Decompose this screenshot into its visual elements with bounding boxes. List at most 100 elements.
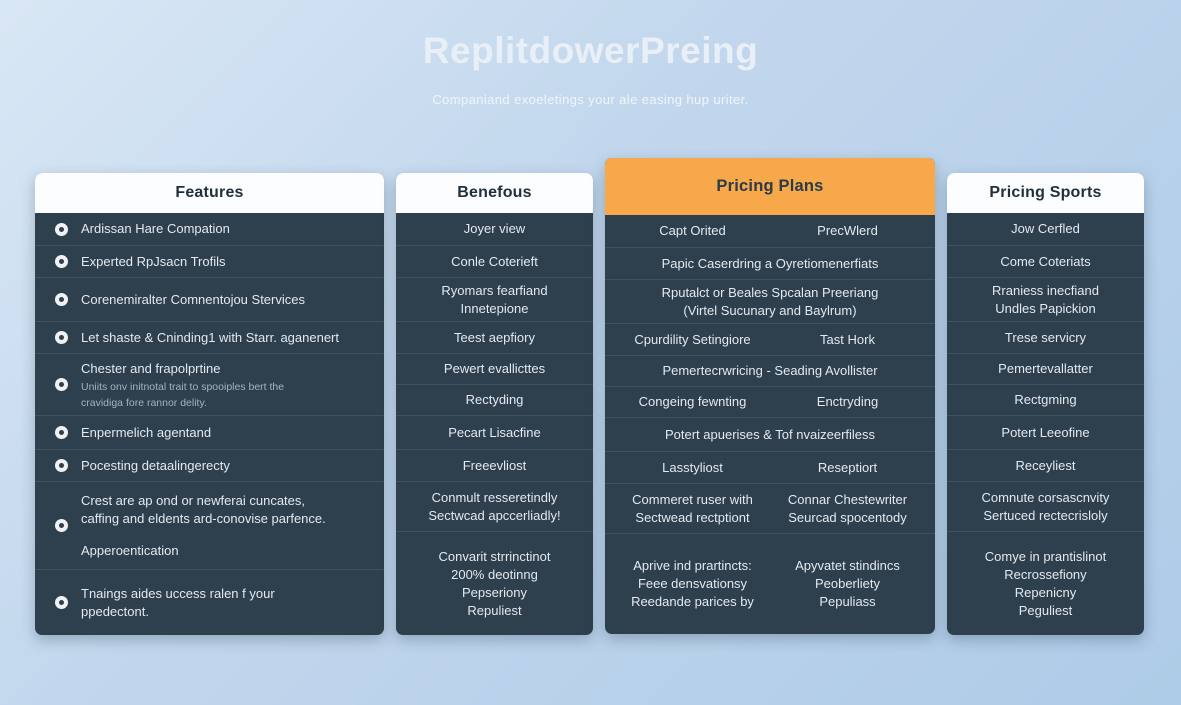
row-cell: Reseptiort bbox=[770, 459, 925, 477]
bullet-icon bbox=[55, 293, 68, 306]
row-line: Comnute corsascnvity bbox=[981, 489, 1110, 505]
row-text: Pocesting detaalingerecty bbox=[81, 457, 230, 475]
row-cell: Tast Hork bbox=[770, 331, 925, 349]
row-cell: Cpurdility Setingiore bbox=[615, 331, 770, 349]
table-row: Jow Cerfled bbox=[947, 213, 1144, 245]
row-cell: PrecWlerd bbox=[770, 222, 925, 240]
row-line: Pemertevallatter bbox=[998, 361, 1093, 376]
panel-header-pricing-sports[interactable]: Pricing Sports bbox=[947, 173, 1144, 213]
cell-text: Lasstyliost bbox=[662, 459, 723, 475]
row-line: Recrossefiony bbox=[1004, 566, 1087, 582]
cell-text: Peoberliety bbox=[814, 576, 881, 591]
cell-text: Cpurdility Setingiore bbox=[634, 331, 751, 347]
table-row: Crest are ap ond or newferai cuncates,ca… bbox=[35, 481, 384, 569]
row-line: Undles Papickion bbox=[995, 300, 1096, 316]
table-row: Rputalct or Beales Spcalan Preeriang (Vir… bbox=[605, 279, 935, 323]
row-line: Sertuced rectecrisloly bbox=[983, 507, 1108, 523]
row-text: Potert apuerises & Tof nvaizeerfiless bbox=[665, 426, 875, 444]
row-line: Ardissan Hare Compation bbox=[81, 221, 230, 236]
table-row: Freeevliost bbox=[396, 449, 593, 481]
row-text: Rputalct or Beales Spcalan Preeriang (Vir… bbox=[662, 284, 879, 320]
row-line: ppedectont. bbox=[81, 603, 149, 619]
table-row: Pecart Lisacfine bbox=[396, 415, 593, 449]
row-line: Rputalct or Beales Spcalan Preeriang bbox=[661, 284, 879, 300]
cell-text: Apyvatet stindincs bbox=[795, 558, 900, 573]
row-line: Tnaings aides uccess ralen f your bbox=[81, 585, 275, 601]
row-text: Let shaste & Cninding1 with Starr. agane… bbox=[81, 329, 339, 347]
table-row: Tnaings aides uccess ralen f your ppedect… bbox=[35, 569, 384, 635]
panel-header-label: Features bbox=[175, 184, 244, 201]
panel-header-benefous[interactable]: Benefous bbox=[396, 173, 593, 213]
table-row: Cpurdility Setingiore Tast Hork bbox=[605, 323, 935, 355]
row-line: Convarit strrinctinot bbox=[438, 548, 551, 564]
row-line: Pewert evallicttes bbox=[443, 361, 546, 376]
table-row: Potert apuerises & Tof nvaizeerfiless bbox=[605, 417, 935, 451]
table-row: Come Coteriats bbox=[947, 245, 1144, 277]
row-text: Freeevliost bbox=[463, 457, 527, 475]
row-line: Experted RpJsacn Trofils bbox=[81, 253, 226, 269]
row-line: Pocesting detaalingerecty bbox=[81, 457, 230, 473]
cell-text: Reseptiort bbox=[817, 459, 878, 475]
row-line: Corenemiralter Comnentojou Stervices bbox=[81, 291, 305, 307]
table-row: Pocesting detaalingerecty bbox=[35, 449, 384, 481]
row-line: Let shaste & Cninding1 with Starr. agane… bbox=[81, 329, 339, 345]
cell-text: Tast Hork bbox=[820, 331, 875, 347]
row-cell: Enctryding bbox=[770, 393, 925, 411]
row-line: (Virtel Sucunary and Baylrum) bbox=[683, 302, 857, 318]
row-text: Corenemiralter Comnentojou Stervices bbox=[81, 291, 305, 309]
panel-header-pricing-plans[interactable]: Pricing Plans bbox=[605, 158, 935, 215]
row-cell: Capt Orited bbox=[615, 222, 770, 240]
panel-header-label: Pricing Sports bbox=[989, 184, 1102, 201]
bullet-icon bbox=[55, 222, 68, 236]
bullet-icon bbox=[55, 255, 68, 268]
row-line: Conmult resseretindly bbox=[431, 489, 558, 505]
row-subtext: cravidiga fore rannor delity. bbox=[81, 396, 207, 409]
table-row: Receyliest bbox=[947, 449, 1144, 481]
cell-text: Feee densvationsy bbox=[637, 576, 748, 591]
row-extra-text: Apperoentication bbox=[81, 542, 179, 558]
row-text: Crest are ap ond or newferai cuncates,ca… bbox=[81, 492, 326, 560]
cell-text: Enctryding bbox=[816, 394, 879, 409]
row-line: Innetepione bbox=[460, 300, 529, 316]
row-text: Rectgming bbox=[1014, 391, 1076, 409]
cell-text: Commeret ruser with bbox=[632, 491, 753, 507]
row-line: 200% deotinng bbox=[451, 566, 538, 582]
table-row: Pewert evallicttes bbox=[396, 353, 593, 384]
cell-text: Reedande parices by bbox=[631, 594, 754, 609]
row-line: Chester and frapolprtine bbox=[81, 360, 221, 376]
table-row: Rectgming bbox=[947, 384, 1144, 415]
row-line: Sectwcad apccerliadly! bbox=[428, 507, 561, 523]
row-text: Joyer view bbox=[464, 220, 525, 238]
table-row: Trese servicry bbox=[947, 321, 1144, 353]
row-line: Joyer view bbox=[463, 221, 526, 236]
table-row: Conle Coterieft bbox=[396, 245, 593, 277]
row-text: Enpermelich agentand bbox=[81, 424, 211, 442]
table-row: Pemertecrwricing - Seading Avollister bbox=[605, 355, 935, 386]
row-line: Potert Leeofine bbox=[1001, 424, 1090, 440]
table-row: Pemertevallatter bbox=[947, 353, 1144, 384]
row-line: Pemertecrwricing - Seading Avollister bbox=[662, 363, 878, 378]
row-text: Trese servicry bbox=[1005, 329, 1086, 347]
row-line: Rectyding bbox=[465, 392, 524, 407]
row-text: Pewert evallicttes bbox=[444, 360, 545, 378]
table-row: Potert Leeofine bbox=[947, 415, 1144, 449]
panel-header-features[interactable]: Features bbox=[35, 173, 384, 213]
table-row: Corenemiralter Comnentojou Stervices bbox=[35, 277, 384, 321]
